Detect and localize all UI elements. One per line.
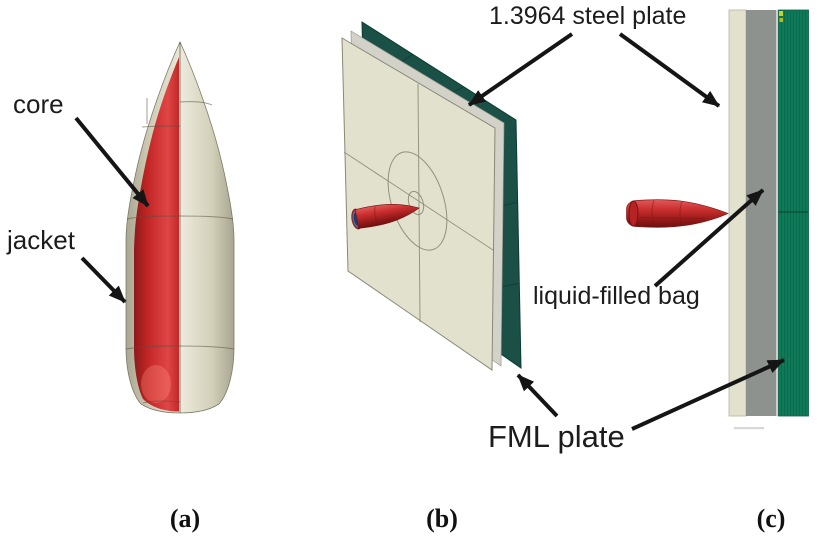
fml-plate-label: FML plate — [488, 419, 625, 454]
liquid-bag-arrow — [653, 188, 765, 288]
base-shadow-line — [734, 427, 764, 430]
steel-plate-label: 1.3964 steel plate — [489, 2, 687, 30]
caption-b: (b) — [426, 504, 458, 533]
bullet-c-mesh — [639, 199, 706, 227]
layer-divider — [776, 10, 779, 416]
caption-c: (c) — [756, 504, 786, 533]
steel-plate-arrow-right — [618, 32, 721, 108]
core-render — [134, 57, 179, 412]
bullet-c-render — [626, 199, 729, 228]
liquid-bag-layer — [746, 10, 776, 416]
fml-plate-arrow-left — [516, 373, 559, 418]
jacket-label: jacket — [7, 225, 75, 255]
bullet-c-body — [626, 199, 729, 228]
fml-plate-arrow-right — [631, 358, 785, 431]
bullet-b-mesh — [374, 205, 379, 226]
panel-c-render — [626, 9, 809, 430]
panel-b-render — [341, 21, 522, 371]
steel-plate-arrow-left — [467, 32, 574, 107]
fml-mesh-striations — [781, 11, 806, 415]
target-circle-inner — [407, 190, 425, 216]
core-tail-highlight — [141, 365, 171, 403]
axis-marker — [779, 11, 783, 22]
bullet-c-base-cap — [628, 200, 639, 227]
panel-a-render — [125, 41, 235, 414]
plate-front-face — [341, 37, 496, 371]
fml-back-mesh — [392, 53, 520, 289]
bullet-b-body — [355, 204, 420, 229]
liquid-bag-label: liquid-filled bag — [533, 282, 700, 310]
caption-a: (a) — [169, 504, 201, 533]
face-mesh-lines — [343, 83, 494, 323]
jacket-arrow — [80, 256, 127, 304]
core-label: core — [13, 89, 64, 119]
bullet-b-render — [351, 204, 420, 230]
core-arrow — [74, 116, 150, 208]
